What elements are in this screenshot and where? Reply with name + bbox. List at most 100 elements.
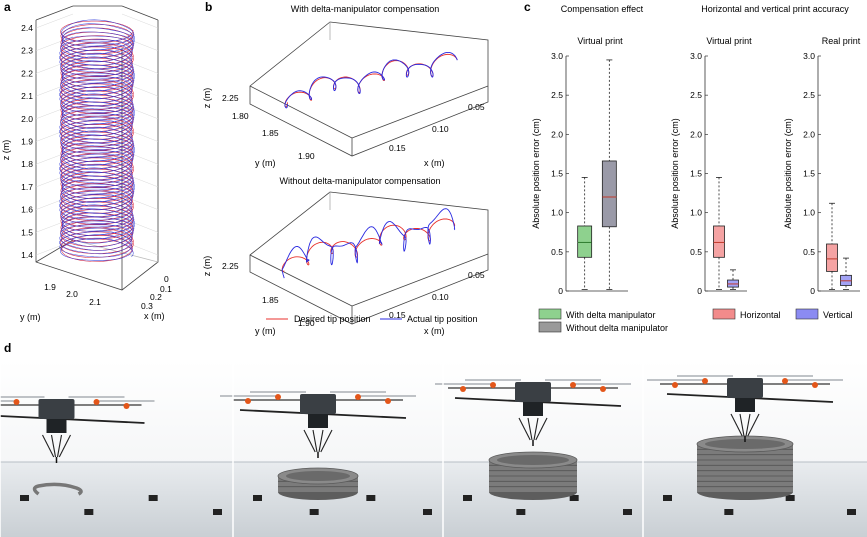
fiducial-marker [213, 509, 222, 515]
fiducial-marker [253, 495, 262, 501]
grid-line [121, 36, 159, 51]
box-with-delta-manipulator [577, 177, 593, 290]
grid-line [121, 104, 159, 120]
panel-a-x-label: x (m) [144, 311, 165, 321]
panel-d-photo-strip [0, 360, 867, 537]
panel-b-top-y-ticks: 1.80 1.85 1.90 [232, 111, 315, 161]
z-tick: 1.7 [21, 182, 33, 192]
z-tick: 1.4 [21, 250, 33, 260]
z-tick: 1.9 [21, 137, 33, 147]
tick: 0.15 [389, 310, 406, 320]
box-chart-2: Virtual print00.51.01.52.02.53.0Absolute… [670, 36, 752, 296]
box-without-delta-manipulator [601, 59, 617, 290]
box-iqr [826, 243, 838, 272]
box-iqr [601, 160, 617, 228]
box-horizontal [826, 202, 838, 290]
fiducial-marker [84, 509, 94, 515]
tick: 1.90 [298, 151, 315, 161]
panel-b-bottom-traces [281, 208, 456, 279]
aerial-robot [0, 396, 155, 463]
box-horizontal [713, 177, 725, 290]
fiducial-marker [623, 509, 632, 515]
panel-a-letter: a [4, 0, 11, 14]
panel-a-helix-trajectory [59, 19, 135, 262]
fiducial-marker [309, 509, 319, 515]
fiducial-marker [148, 495, 158, 501]
panel-b: b With delta-manipulator compensation Wi… [202, 0, 489, 336]
panel-c-letter: c [524, 0, 531, 14]
printed-structure [32, 482, 83, 496]
panel-b-bottom-title: Without delta-manipulator compensation [279, 176, 440, 186]
y-tick-label: 1.5 [551, 169, 563, 179]
printed-structure [277, 467, 359, 500]
x-tick: 0 [164, 274, 169, 284]
photo-frame-4 [642, 360, 867, 537]
y-tick-label: 2.5 [803, 90, 815, 100]
legend-label-with: With delta manipulator [566, 310, 656, 320]
y-tick-label: 2.5 [551, 90, 563, 100]
y-tick-label: 2.5 [690, 90, 702, 100]
panel-a-z-label: z (m) [1, 140, 11, 161]
z-tick: 1.5 [21, 227, 33, 237]
y-tick-label: 0.5 [551, 247, 563, 257]
panel-c: c Compensation effect Horizontal and ver… [524, 0, 861, 333]
box-vertical [727, 269, 739, 290]
panel-b-top-axes [249, 21, 489, 157]
tick: 0.10 [432, 292, 449, 302]
box-vertical [840, 257, 852, 290]
z-tick: 1.8 [21, 159, 33, 169]
chart-title: Real print [822, 36, 861, 46]
panel-a-axes-frame [35, 5, 159, 291]
panel-c-heading-right: Horizontal and vertical print accuracy [701, 4, 849, 14]
box-iqr [577, 225, 593, 258]
legend-swatch-vertical [795, 308, 819, 320]
photo-frame-2 [220, 360, 443, 537]
legend-label-actual: Actual tip position [407, 314, 478, 324]
legend-label-desired: Desired tip position [294, 314, 371, 324]
y-tick-label: 3.0 [551, 51, 563, 61]
panel-b-top-x-label: x (m) [424, 158, 445, 168]
panel-b-top-z-label: z (m) [202, 88, 212, 109]
panel-c-box-charts: Virtual print00.51.01.52.02.53.0Absolute… [531, 36, 861, 296]
panel-b-bottom-z-label: z (m) [202, 256, 212, 277]
y-tick-label: 3.0 [690, 51, 702, 61]
fiducial-marker [463, 495, 472, 501]
panel-d: d [0, 341, 867, 537]
y-tick-label: 0.5 [690, 247, 702, 257]
y-tick: 2.0 [66, 289, 78, 299]
x-tick: 0.1 [160, 284, 172, 294]
panel-a-x-ticks: 00.10.20.3 [141, 274, 172, 311]
y-tick-label: 0.5 [803, 247, 815, 257]
y-tick-label: 1.0 [551, 208, 563, 218]
grid-line [35, 240, 74, 256]
y-tick-label: 1.5 [803, 169, 815, 179]
fiducial-marker [20, 495, 29, 501]
y-tick: 2.1 [89, 297, 101, 307]
actual-tip-trace [59, 19, 135, 261]
grid-line [35, 13, 74, 29]
aerial-robot [220, 391, 416, 458]
panel-b-top-y-label: y (m) [255, 158, 276, 168]
printed-structure [488, 451, 578, 500]
print-bed [0, 462, 233, 537]
panel-b-letter: b [205, 0, 212, 14]
grid-line [121, 13, 159, 29]
y-axis-label: Absolute position error (cm) [531, 118, 541, 229]
y-axis-label: Absolute position error (cm) [783, 118, 793, 229]
fiducial-marker [423, 509, 432, 515]
z-tick: 2.1 [21, 91, 33, 101]
z-tick: 2.0 [21, 114, 33, 124]
tick: 0.05 [468, 102, 485, 112]
y-tick-label: 1.5 [690, 169, 702, 179]
y-axis-label: Absolute position error (cm) [670, 118, 680, 229]
z-tick: 1.6 [21, 205, 33, 215]
panel-d-letter: d [4, 341, 11, 355]
panel-b-top-x-ticks: 0.05 0.10 0.15 [389, 102, 485, 153]
panel-a: a 2.42.32.22.12.01.91.81.71.61.51.4 z (m… [1, 0, 172, 322]
grid-line [121, 218, 159, 233]
actual-tip-trace [281, 208, 456, 279]
panel-c-heading-left: Compensation effect [561, 4, 644, 14]
tick: 1.85 [262, 295, 279, 305]
